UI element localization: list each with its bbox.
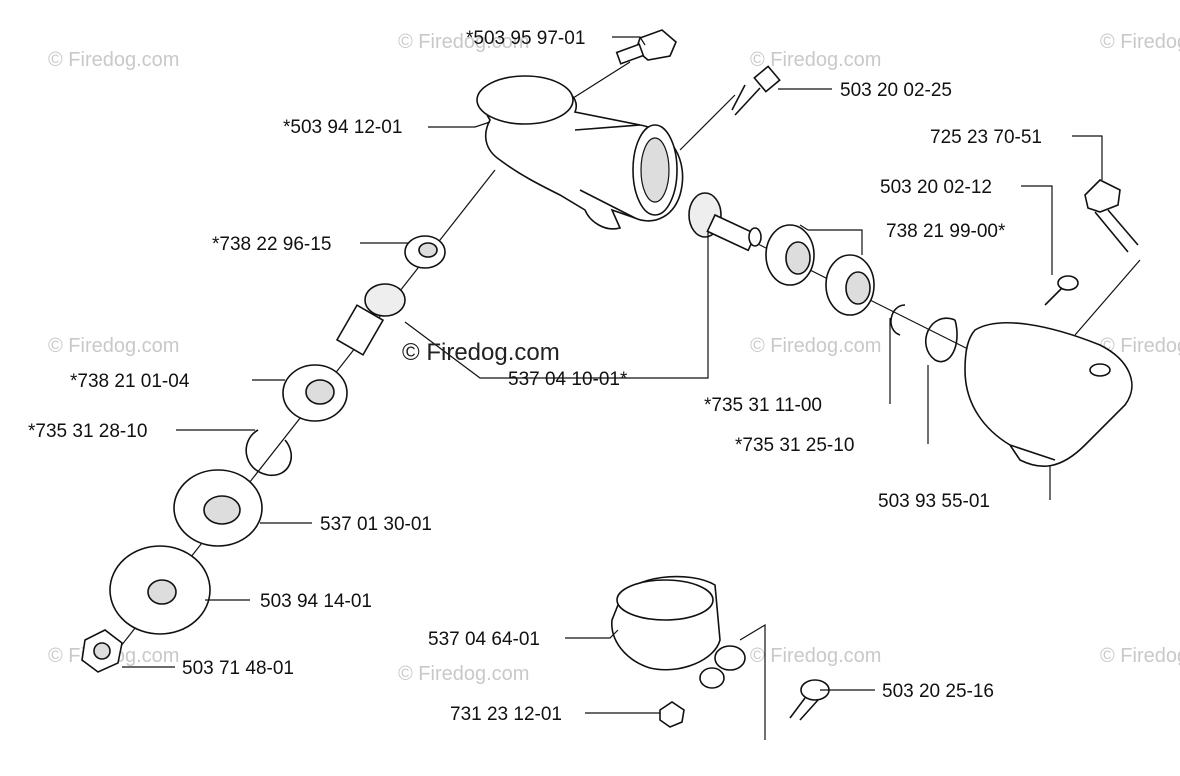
- watermark-text: © Firedog.com: [750, 49, 881, 71]
- guard-part: [964, 321, 1133, 467]
- part-label: 503 20 25-16: [882, 681, 994, 702]
- part-label: *738 21 01-04: [70, 371, 190, 392]
- part-label: 537 01 30-01: [320, 514, 432, 535]
- circlip-part: [924, 317, 958, 363]
- part-label: *735 31 25-10: [735, 435, 854, 456]
- bearing-part: [765, 224, 815, 286]
- circlip-part: [245, 429, 293, 476]
- part-label: *503 95 97-01: [466, 28, 585, 49]
- part-label: *735 31 11-00: [704, 395, 822, 416]
- part-label: 537 04 64-01: [428, 629, 540, 650]
- bolt-part: [1084, 179, 1139, 253]
- watermark-text: © Firedog.com: [398, 663, 529, 685]
- watermark-text: © Firedog.com: [1100, 335, 1180, 357]
- part-label: 537 04 10-01*: [508, 369, 628, 390]
- watermark-text: © Firedog.com: [48, 335, 179, 357]
- part-label: 738 21 99-00*: [886, 221, 1006, 242]
- bolt-part: [615, 29, 677, 65]
- support-cup-part: [109, 545, 211, 635]
- watermark-text: © Firedog.com: [1100, 31, 1180, 53]
- part-label: 725 23 70-51: [930, 127, 1042, 148]
- watermark-text: © Firedog.com: [750, 645, 881, 667]
- leader-lines: [122, 36, 1103, 740]
- part-label: *503 94 12-01: [283, 117, 402, 138]
- part-label: 503 94 14-01: [260, 591, 372, 612]
- bevel-gear-part: [335, 283, 406, 356]
- nut-part: [659, 701, 685, 728]
- part-label: 503 71 48-01: [182, 658, 294, 679]
- watermark-text: © Firedog.com: [398, 31, 529, 53]
- flange-part: [173, 469, 263, 547]
- pinion-gear-part: [688, 192, 762, 252]
- bearing-part: [282, 364, 348, 422]
- clamp-part: [611, 575, 746, 689]
- part-label: *735 31 28-10: [28, 421, 147, 442]
- watermark-text: © Firedog.com: [1100, 645, 1180, 667]
- gear-housing-part: [476, 75, 684, 230]
- screw-part: [1044, 275, 1079, 306]
- watermark-text: © Firedog.com: [750, 335, 881, 357]
- part-label: 503 20 02-25: [840, 80, 952, 101]
- screw-part: [731, 65, 781, 116]
- part-label: *738 22 96-15: [212, 234, 331, 255]
- part-labels: *503 95 97-01 503 20 02-25 *503 94 12-01…: [28, 28, 1042, 725]
- part-label: 503 20 02-12: [880, 177, 992, 198]
- watermark-layer: © Firedog.com © Firedog.com © Firedog.co…: [48, 31, 1180, 685]
- center-watermark-text: © Firedog.com: [402, 339, 560, 366]
- bearing-part: [404, 235, 446, 269]
- part-label: 731 23 12-01: [450, 704, 562, 725]
- screw-part: [789, 679, 830, 721]
- circlip-part: [890, 304, 906, 336]
- nut-part: [81, 629, 123, 673]
- bearing-part: [825, 254, 875, 316]
- part-label: 503 93 55-01: [878, 491, 990, 512]
- watermark-text: © Firedog.com: [48, 49, 179, 71]
